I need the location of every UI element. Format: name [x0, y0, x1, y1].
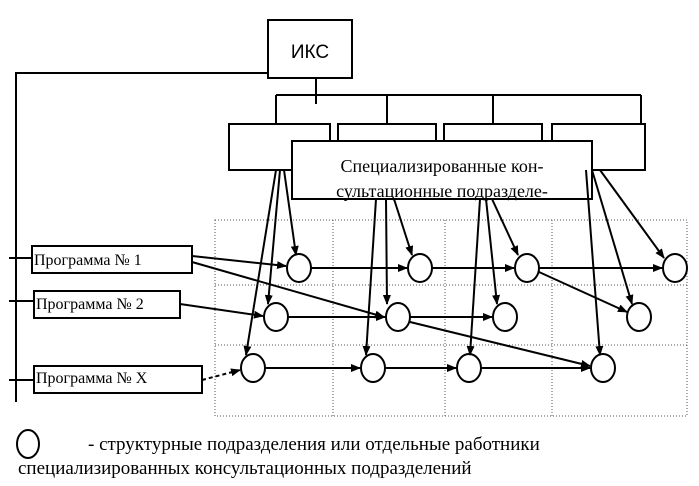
unit-circle	[514, 253, 540, 283]
unit-circle	[360, 353, 386, 383]
unit-circle	[456, 353, 482, 383]
unit-circle	[626, 302, 652, 332]
unit-circle	[286, 253, 312, 283]
iks-box	[267, 19, 353, 79]
unit-circle	[662, 253, 688, 283]
unit-circle	[590, 353, 616, 383]
legend-text-line1: - структурные подразделения или отдельны…	[88, 434, 540, 455]
program-2-label: Программа № 2	[36, 296, 144, 313]
program-1-label: Программа № 1	[34, 252, 142, 269]
program-box-x	[33, 365, 203, 394]
unit-circle	[263, 302, 289, 332]
iks-bus	[275, 78, 642, 124]
departments-label-line2: сультационные подразделе-	[336, 181, 548, 201]
left-bus	[9, 72, 268, 402]
program-box-1	[31, 245, 193, 274]
grid	[214, 219, 688, 417]
unit-circle	[240, 353, 266, 383]
unit-circle	[492, 302, 518, 332]
legend-text-line2: специализированных консультационных подр…	[18, 458, 472, 479]
program-flows	[179, 255, 663, 381]
program-x-label: Программа № X	[36, 370, 148, 387]
departments-label: Специализированные кон- сультационные по…	[296, 154, 588, 204]
departments-label-line1: Специализированные кон-	[340, 156, 544, 176]
unit-circles	[240, 253, 688, 383]
iks-label: ИКС	[290, 42, 330, 63]
departments-label-box	[291, 140, 593, 200]
legend-circle-icon	[16, 429, 40, 459]
unit-circle	[407, 253, 433, 283]
department-arrows	[243, 169, 665, 356]
unit-circle	[385, 302, 411, 332]
